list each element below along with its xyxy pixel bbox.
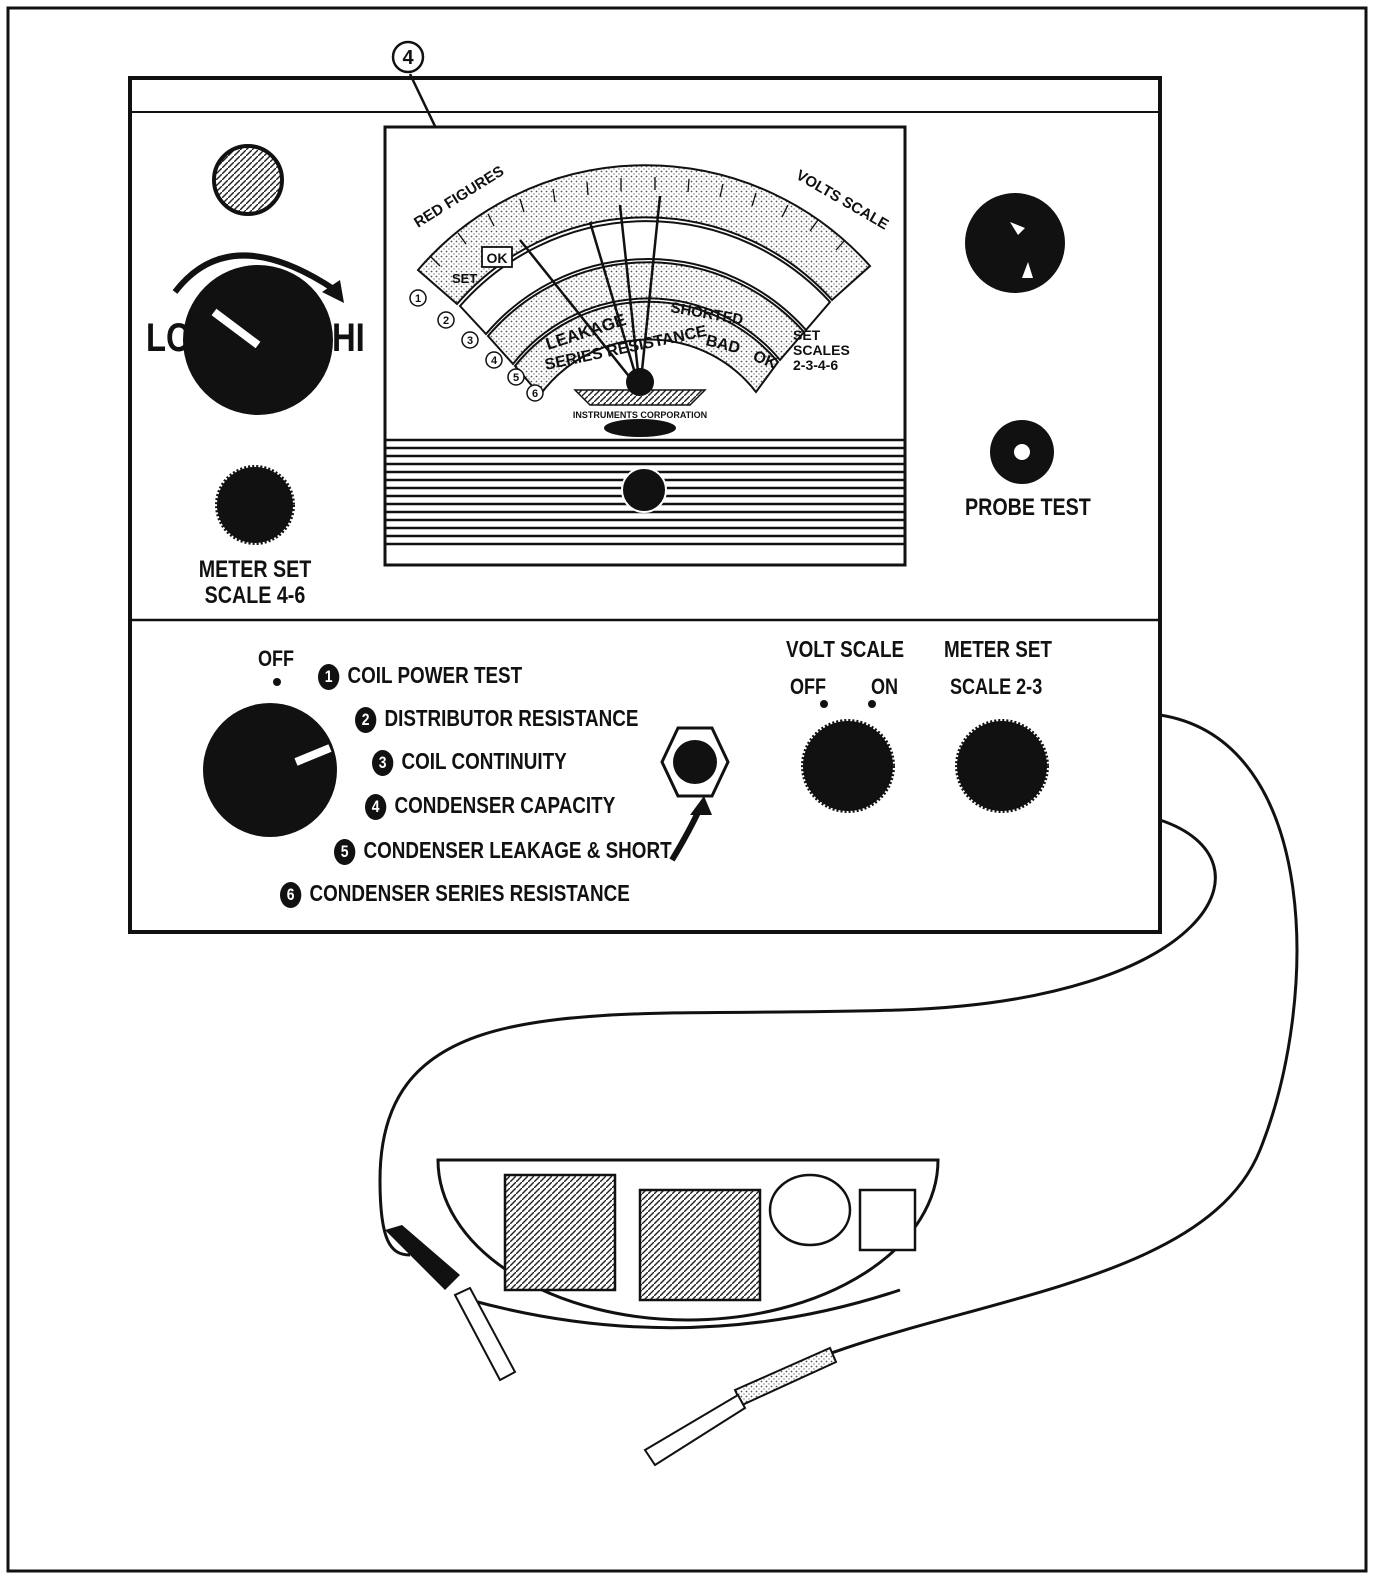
function-item-6: 6 CONDENSER SERIES RESISTANCE xyxy=(280,880,630,908)
zero-adjust[interactable] xyxy=(604,419,676,437)
meter-set-2-3-knob[interactable] xyxy=(957,721,1047,811)
set-scales-2: SCALES xyxy=(793,342,850,358)
volt-off-dot xyxy=(820,700,828,708)
function-label: COIL POWER TEST xyxy=(348,662,523,688)
distributor xyxy=(438,1160,938,1328)
meter-set-4-6-line2: SCALE 4-6 xyxy=(173,583,337,609)
function-number: 1 xyxy=(318,664,339,690)
pilot-light xyxy=(965,193,1065,293)
set-scales-1: SET xyxy=(793,327,821,343)
volt-scale-knob[interactable] xyxy=(803,721,893,811)
function-number: 3 xyxy=(372,750,393,776)
ok-label: OK xyxy=(487,250,508,266)
range-hi-label: HI xyxy=(332,318,365,358)
volt-off-label: OFF xyxy=(790,674,826,700)
test-button[interactable] xyxy=(673,740,717,784)
set-scales-3: 2-3-4-6 xyxy=(793,357,838,373)
function-number: 5 xyxy=(334,839,355,865)
volt-scale-label: VOLT SCALE xyxy=(786,636,904,663)
function-number: 4 xyxy=(365,794,386,820)
function-item-3: 3 COIL CONTINUITY xyxy=(372,748,567,776)
volt-on-label: ON xyxy=(871,674,898,700)
function-label: COIL CONTINUITY xyxy=(402,748,567,774)
svg-text:2: 2 xyxy=(443,315,449,327)
svg-text:1: 1 xyxy=(415,293,421,305)
meter-set-4-6-line1: METER SET xyxy=(173,557,337,583)
function-number: 2 xyxy=(355,707,376,733)
function-item-4: 4 CONDENSER CAPACITY xyxy=(365,792,615,820)
function-item-2: 2 DISTRIBUTOR RESISTANCE xyxy=(355,705,638,733)
meter-set-4-6-label: METER SET SCALE 4-6 xyxy=(173,557,337,609)
meter-adjust-knob[interactable] xyxy=(622,468,666,512)
function-label: DISTRIBUTOR RESISTANCE xyxy=(385,705,639,731)
off-dot xyxy=(273,678,281,686)
indicator-lamp xyxy=(214,146,282,214)
meter-set-4-6-knob[interactable] xyxy=(217,467,293,543)
function-label: CONDENSER SERIES RESISTANCE xyxy=(310,880,630,906)
off-label: OFF xyxy=(258,646,294,672)
meter-set-2-3-line2: SCALE 2-3 xyxy=(950,674,1042,700)
svg-text:3: 3 xyxy=(467,335,473,347)
meter-set-2-3-line1: METER SET xyxy=(944,636,1052,663)
alligator-clip-2 xyxy=(645,1348,836,1465)
maker-label: INSTRUMENTS CORPORATION xyxy=(573,410,707,420)
probe-test-button-center xyxy=(1013,443,1031,461)
callout-number: 4 xyxy=(402,47,414,69)
function-item-1: 1 COIL POWER TEST xyxy=(318,662,522,690)
function-label: CONDENSER LEAKAGE & SHORT xyxy=(364,837,672,863)
volt-on-dot xyxy=(868,700,876,708)
meter: RED FIGURES VOLTS SCALE SET OK LEAKAGE S… xyxy=(385,127,905,565)
set-label: SET xyxy=(452,271,477,286)
meter-hub xyxy=(626,368,654,396)
probe-test-label: PROBE TEST xyxy=(965,494,1091,522)
svg-text:5: 5 xyxy=(513,372,519,384)
function-number: 6 xyxy=(280,882,301,908)
function-item-5: 5 CONDENSER LEAKAGE & SHORT xyxy=(334,837,672,865)
function-selector-knob[interactable] xyxy=(203,703,337,837)
function-label: CONDENSER CAPACITY xyxy=(395,792,616,818)
svg-text:6: 6 xyxy=(532,388,538,400)
svg-text:4: 4 xyxy=(491,355,498,367)
range-lo-label: LO xyxy=(146,318,192,358)
